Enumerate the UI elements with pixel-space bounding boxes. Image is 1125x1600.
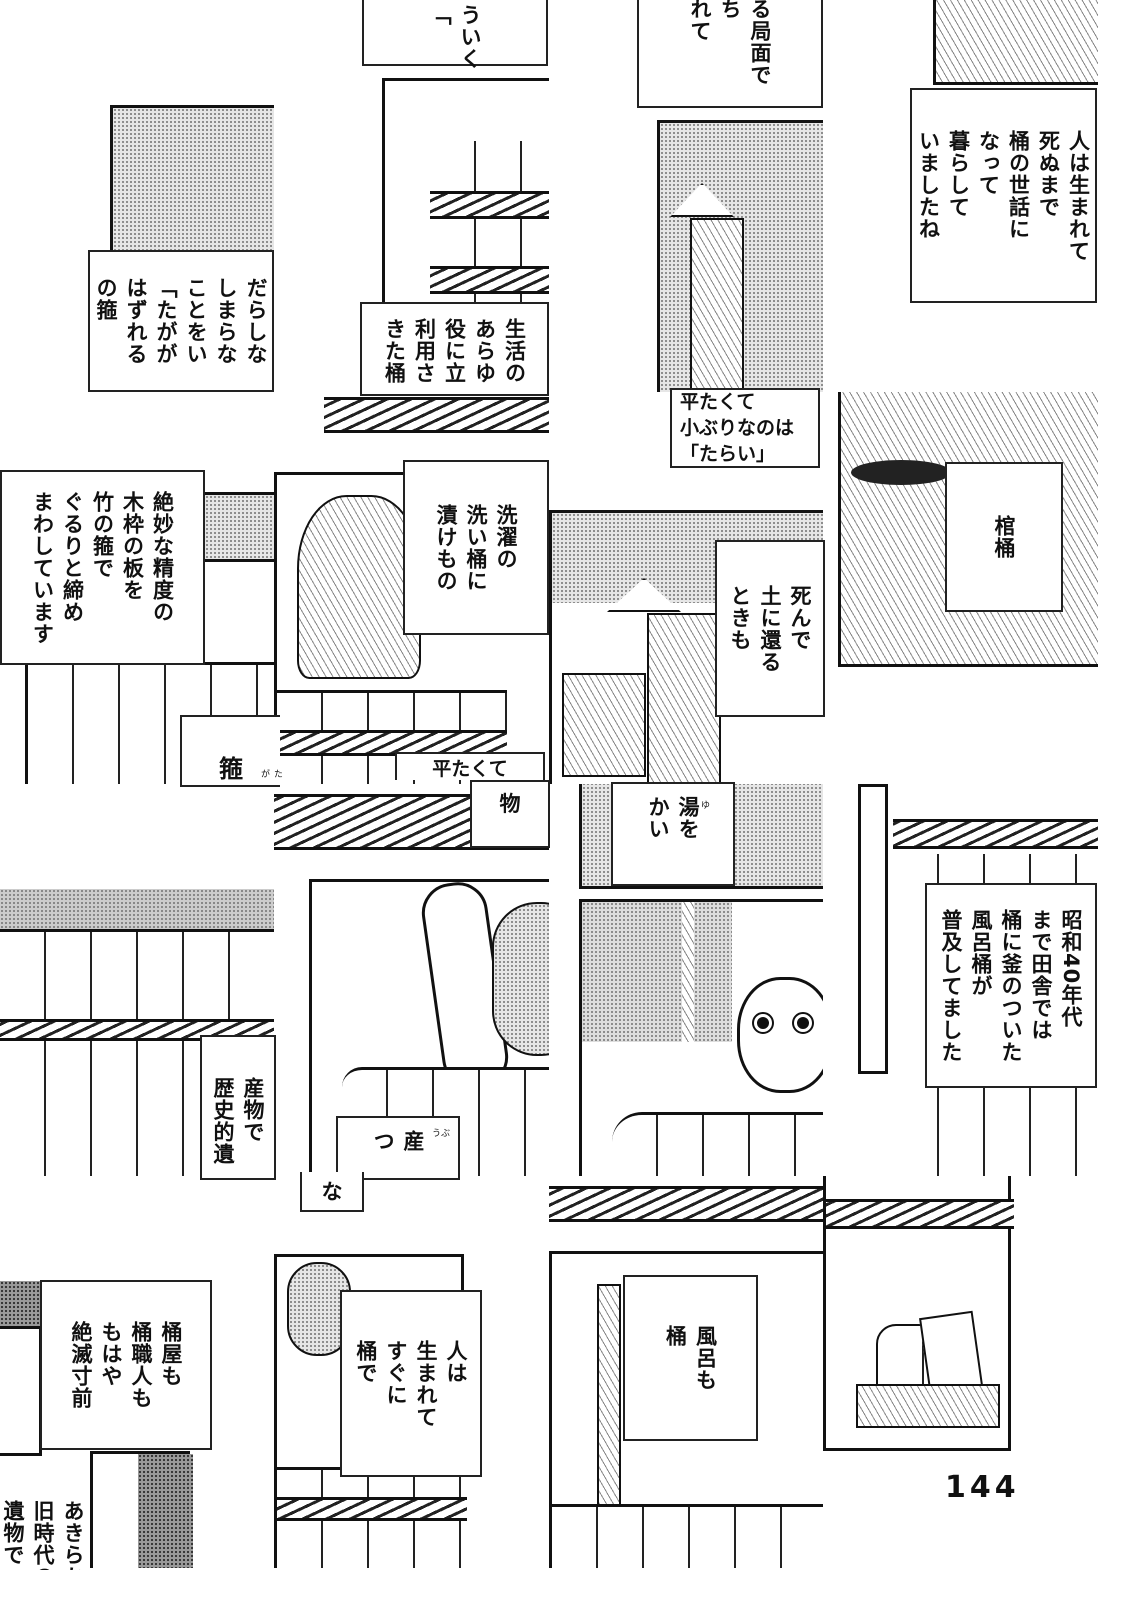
caption-line: まわしています (30, 490, 55, 645)
caption-line: 桶で (354, 1339, 378, 1384)
caption-occasion: る局面でちれて (637, 0, 823, 108)
caption-line: ういく (458, 4, 482, 70)
caption-line: 歴史的遺 (211, 1077, 235, 1165)
caption-hot-water: 湯をかい ゆ (611, 782, 735, 886)
caption-line: ち (718, 0, 742, 20)
caption-line: つ (371, 1130, 395, 1152)
caption-line: 人は生まれて (1066, 129, 1091, 262)
caption-precision: 絶妙な精度の木枠の板を竹の箍でぐるりと締めまわしています (0, 470, 205, 665)
caption-line: 湯を (676, 796, 700, 840)
caption-line: 洗い桶に (464, 503, 488, 592)
caption-line: 木枠の板を (120, 490, 145, 601)
caption-fragment-top: ういく「 (362, 0, 548, 70)
bucket-panel (382, 78, 549, 321)
caption-line: れて (688, 0, 712, 42)
caption-mono: 物 (470, 780, 550, 848)
caption-newborn: 人は生まれてすぐに桶で (340, 1290, 482, 1477)
post (858, 784, 888, 1074)
caption-line: あきらかな (61, 1500, 85, 1570)
screentone-panel (110, 105, 275, 255)
barrel-panel (90, 1451, 193, 1568)
caption-line: あらゆ (472, 318, 497, 384)
caption-line: 土に還る (758, 584, 782, 673)
caption-line: 桶の世話に (1006, 129, 1031, 240)
traveler-panel (657, 120, 824, 392)
caption-line: 死ぬまで (1036, 129, 1061, 218)
caption-line: 桶職人も (129, 1321, 153, 1409)
barrel-edge (0, 1326, 42, 1456)
caption-relic: あきらかな旧時代の遺物で (0, 1500, 88, 1570)
caption-coffin: 棺桶 (945, 462, 1063, 612)
caption-line: 遺物で (1, 1500, 25, 1566)
caption-line: 絶滅寸前 (69, 1321, 93, 1409)
caption-bath: 風呂も桶 (623, 1275, 758, 1441)
caption-line: 死んで (788, 584, 812, 651)
caption-life: 生活のあらゆ役に立利用さきた桶 (360, 302, 549, 396)
bath-bucket-panel (823, 1176, 1014, 1451)
caption-line: 普及してました (939, 908, 963, 1063)
caption-line: 利用さ (412, 318, 437, 384)
caption-line: 棺桶 (992, 515, 1016, 559)
caption-taga: だらしなしまらなことをい「たががはずれるの箍 (88, 250, 274, 392)
caption-line: 桶に釜のついた (999, 908, 1023, 1063)
caption-line: すぐに (384, 1339, 408, 1406)
caption-line: 桶屋も (159, 1321, 183, 1387)
caption-line: しまらな (214, 277, 238, 365)
caption-line: 風呂桶が (969, 908, 993, 997)
caption-line: 「たがが (154, 277, 178, 365)
caption-tarai: 平たくて小ぶりなのは「たらい」 (670, 388, 820, 468)
caption-line: かい (646, 796, 670, 840)
caption-line: ことをい (184, 277, 208, 365)
caption-line: 人は (444, 1339, 468, 1384)
caption-line: 漬けもの (434, 503, 458, 592)
caption-line: る局面で (748, 0, 772, 86)
caption-line: だらしな (244, 277, 268, 365)
caption-line: なって (976, 129, 1001, 196)
caption-line: 風呂も (693, 1325, 718, 1391)
caption-showa: 昭和40年代まで田舎では桶に釜のついた風呂桶が普及してました (925, 883, 1097, 1088)
caption-ubu: 産つ うぶ (336, 1116, 460, 1180)
caption-line: 生活の (502, 318, 527, 384)
caption-line: 産物で (241, 1077, 265, 1143)
caption-line: 竹の箍で (90, 490, 115, 579)
caption-line: もはや (99, 1321, 123, 1387)
caption-line: 産 (401, 1130, 425, 1152)
caption-line: 絶妙な精度の (150, 490, 175, 623)
caption-line: 桶 (663, 1325, 688, 1347)
caption-line: ぐるりと締め (60, 490, 85, 623)
caption-na: な (300, 1172, 364, 1212)
caption-line: いましたね (916, 129, 941, 240)
caption-line: まで田舎では (1029, 908, 1053, 1041)
caption-heritage: 産物で歴史的遺 (200, 1035, 276, 1180)
caption-line: 暮らして (946, 129, 971, 218)
caption-born-to-die: 人は生まれて死ぬまで桶の世話になって暮らしていましたね (910, 88, 1097, 303)
caption-line: 昭和40年代 (1059, 908, 1083, 1028)
caption-line: 洗濯の (494, 503, 518, 570)
panel-tile-r4c4 (823, 1176, 1098, 1568)
caption-flat-partial: 平たくて (395, 752, 545, 780)
caption-line: きた桶 (382, 318, 407, 384)
boy-bath-panel (579, 899, 824, 1176)
caption-taga-kanji: 箍 たが (180, 715, 282, 787)
feet-panel (933, 0, 1098, 85)
caption-line: はずれる (124, 277, 148, 365)
caption-line: ときも (728, 584, 752, 651)
caption-line: 旧時代の (31, 1500, 55, 1570)
caption-laundry: 洗濯の洗い桶に漬けもの (403, 460, 549, 635)
caption-line: 生まれて (414, 1339, 438, 1428)
caption-extinct: 桶屋も桶職人ももはや絶滅寸前 (40, 1280, 212, 1450)
caption-line: の箍 (94, 277, 118, 321)
caption-line: 「 (428, 4, 452, 26)
page-number: 144 (945, 1470, 1020, 1505)
caption-line: 役に立 (442, 318, 467, 384)
caption-death: 死んで土に還るときも (715, 540, 825, 717)
